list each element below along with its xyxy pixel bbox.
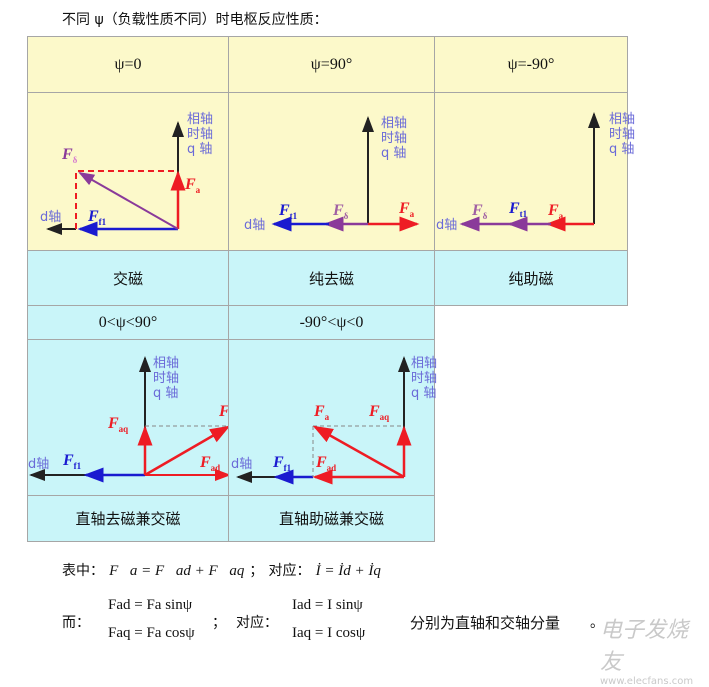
iaq-formula: Iaq = I cosψ: [292, 625, 366, 641]
diagram-psi-0-90: 相轴 时轴 q 轴 d轴 Ff1 Faq Fad F: [27, 339, 231, 496]
header-psi-90: ψ=90°: [228, 36, 435, 93]
component-note: 分别为直轴和交轴分量: [410, 614, 561, 632]
page-title: 不同 ψ（负载性质不同）时电枢反应性质：: [62, 12, 328, 28]
d-axis-label: d轴: [231, 457, 252, 472]
fa-vector: [312, 425, 405, 479]
axis-label: q 轴: [411, 386, 436, 401]
label-pure-magnetizing: 纯助磁: [434, 250, 628, 306]
formula-line-1: 表中： F⃗a = F⃗ad + F⃗aq ； 对应： İ = İd + İq: [62, 563, 381, 579]
axis-label: 时轴: [381, 131, 407, 146]
d-axis-label: d轴: [40, 210, 61, 225]
header-psi-0-90: 0<ψ<90°: [27, 305, 229, 340]
svg-text:Fad: Fad: [315, 454, 336, 473]
d-axis-label: d轴: [244, 218, 265, 233]
svg-text:Faq: Faq: [107, 415, 128, 434]
svg-text:Ff1: Ff1: [272, 454, 292, 473]
axis-label: 相轴: [381, 116, 407, 131]
svg-text:Fa: Fa: [184, 176, 201, 195]
svg-text:Ft1: Ft1: [278, 202, 298, 221]
axis-label: 相轴: [411, 356, 437, 371]
vector-sum-formula: F⃗a = F⃗ad + F⃗aq: [109, 563, 245, 579]
axis-label: 时轴: [187, 127, 213, 142]
period: 。: [590, 615, 604, 631]
axis-label: q 轴: [609, 142, 634, 157]
fa-vector: [144, 425, 231, 477]
axis-label: 时轴: [609, 127, 635, 142]
label-pure-demagnetizing: 纯去磁: [228, 250, 435, 306]
axis-label: q 轴: [187, 142, 212, 157]
diagram-psi-neg90: 相轴 时轴 q 轴 d轴 Fδ Ft1 Fa: [434, 92, 635, 251]
axis-label: 相轴: [187, 112, 213, 127]
phasor-diagram: 相轴 时轴 q 轴 d轴 Ft1 Fδ Fa: [244, 116, 420, 233]
svg-text:Fδ: Fδ: [471, 202, 488, 221]
dashed-projection: [75, 170, 178, 229]
diagram-psi-neg90-0: 相轴 时轴 q 轴 d轴 Ff1 Fa Faq Fad: [228, 339, 437, 496]
phasor-diagram: 相轴 时轴 q 轴 d轴 Ff1 Faq Fad F: [28, 356, 231, 483]
diagram-psi-90: 相轴 时轴 q 轴 d轴 Ft1 Fδ Fa: [228, 92, 435, 251]
svg-text:Fa: Fa: [313, 403, 330, 422]
label-cross-magnetizing: 交磁: [27, 250, 229, 306]
axis-label: q 轴: [381, 146, 406, 161]
faq-formula: Faq = Fa cosψ: [108, 625, 195, 641]
formula-prefix: 而：: [62, 615, 90, 631]
diagram-psi-0: 相轴 时轴 q 轴 d轴 Fδ Fa Ff1: [27, 92, 229, 251]
header-psi-0: ψ=0: [27, 36, 229, 93]
separator: ；: [212, 615, 226, 631]
iad-formula: Iad = I sinψ: [292, 597, 363, 613]
svg-text:Fad: Fad: [199, 454, 220, 473]
svg-text:Fa: Fa: [398, 200, 415, 219]
axis-label: 时轴: [153, 371, 179, 386]
phasor-diagram: 相轴 时轴 q 轴 d轴 Fδ Ft1 Fa: [436, 112, 635, 233]
svg-text:Ff1: Ff1: [87, 208, 107, 227]
svg-text:Fδ: Fδ: [61, 146, 78, 165]
phasor-diagram: 相轴 时轴 q 轴 d轴 Ff1 Fa Faq Fad: [231, 356, 437, 485]
header-psi-neg90: ψ=-90°: [434, 36, 628, 93]
correspondence-label: 对应：: [236, 615, 278, 631]
current-sum-formula: İ = İd + İq: [315, 563, 381, 579]
svg-text:Ft1: Ft1: [508, 200, 528, 219]
svg-text:F: F: [218, 403, 230, 420]
label-d-mag-cross: 直轴助磁兼交磁: [228, 495, 435, 542]
svg-text:Fa: Fa: [547, 202, 564, 221]
fad-formula: Fad = Fa sinψ: [108, 597, 193, 613]
phasor-diagram: 相轴 时轴 q 轴 d轴 Fδ Fa Ff1: [40, 112, 213, 237]
svg-text:Fδ: Fδ: [332, 202, 349, 221]
axis-label: q 轴: [153, 386, 178, 401]
svg-text:Faq: Faq: [368, 403, 389, 422]
axis-label: 相轴: [153, 356, 179, 371]
label-d-demag-cross: 直轴去磁兼交磁: [27, 495, 229, 542]
d-axis-label: d轴: [436, 218, 457, 233]
header-psi-neg90-0: -90°<ψ<0: [228, 305, 435, 340]
fdelta-vector: [78, 172, 179, 230]
axis-label: 时轴: [411, 371, 437, 386]
d-axis-label: d轴: [28, 457, 49, 472]
svg-text:Ff1: Ff1: [62, 452, 82, 471]
watermark-logo: 电子发烧友 www.elecfans.com: [600, 618, 694, 687]
axis-label: 相轴: [609, 112, 635, 127]
